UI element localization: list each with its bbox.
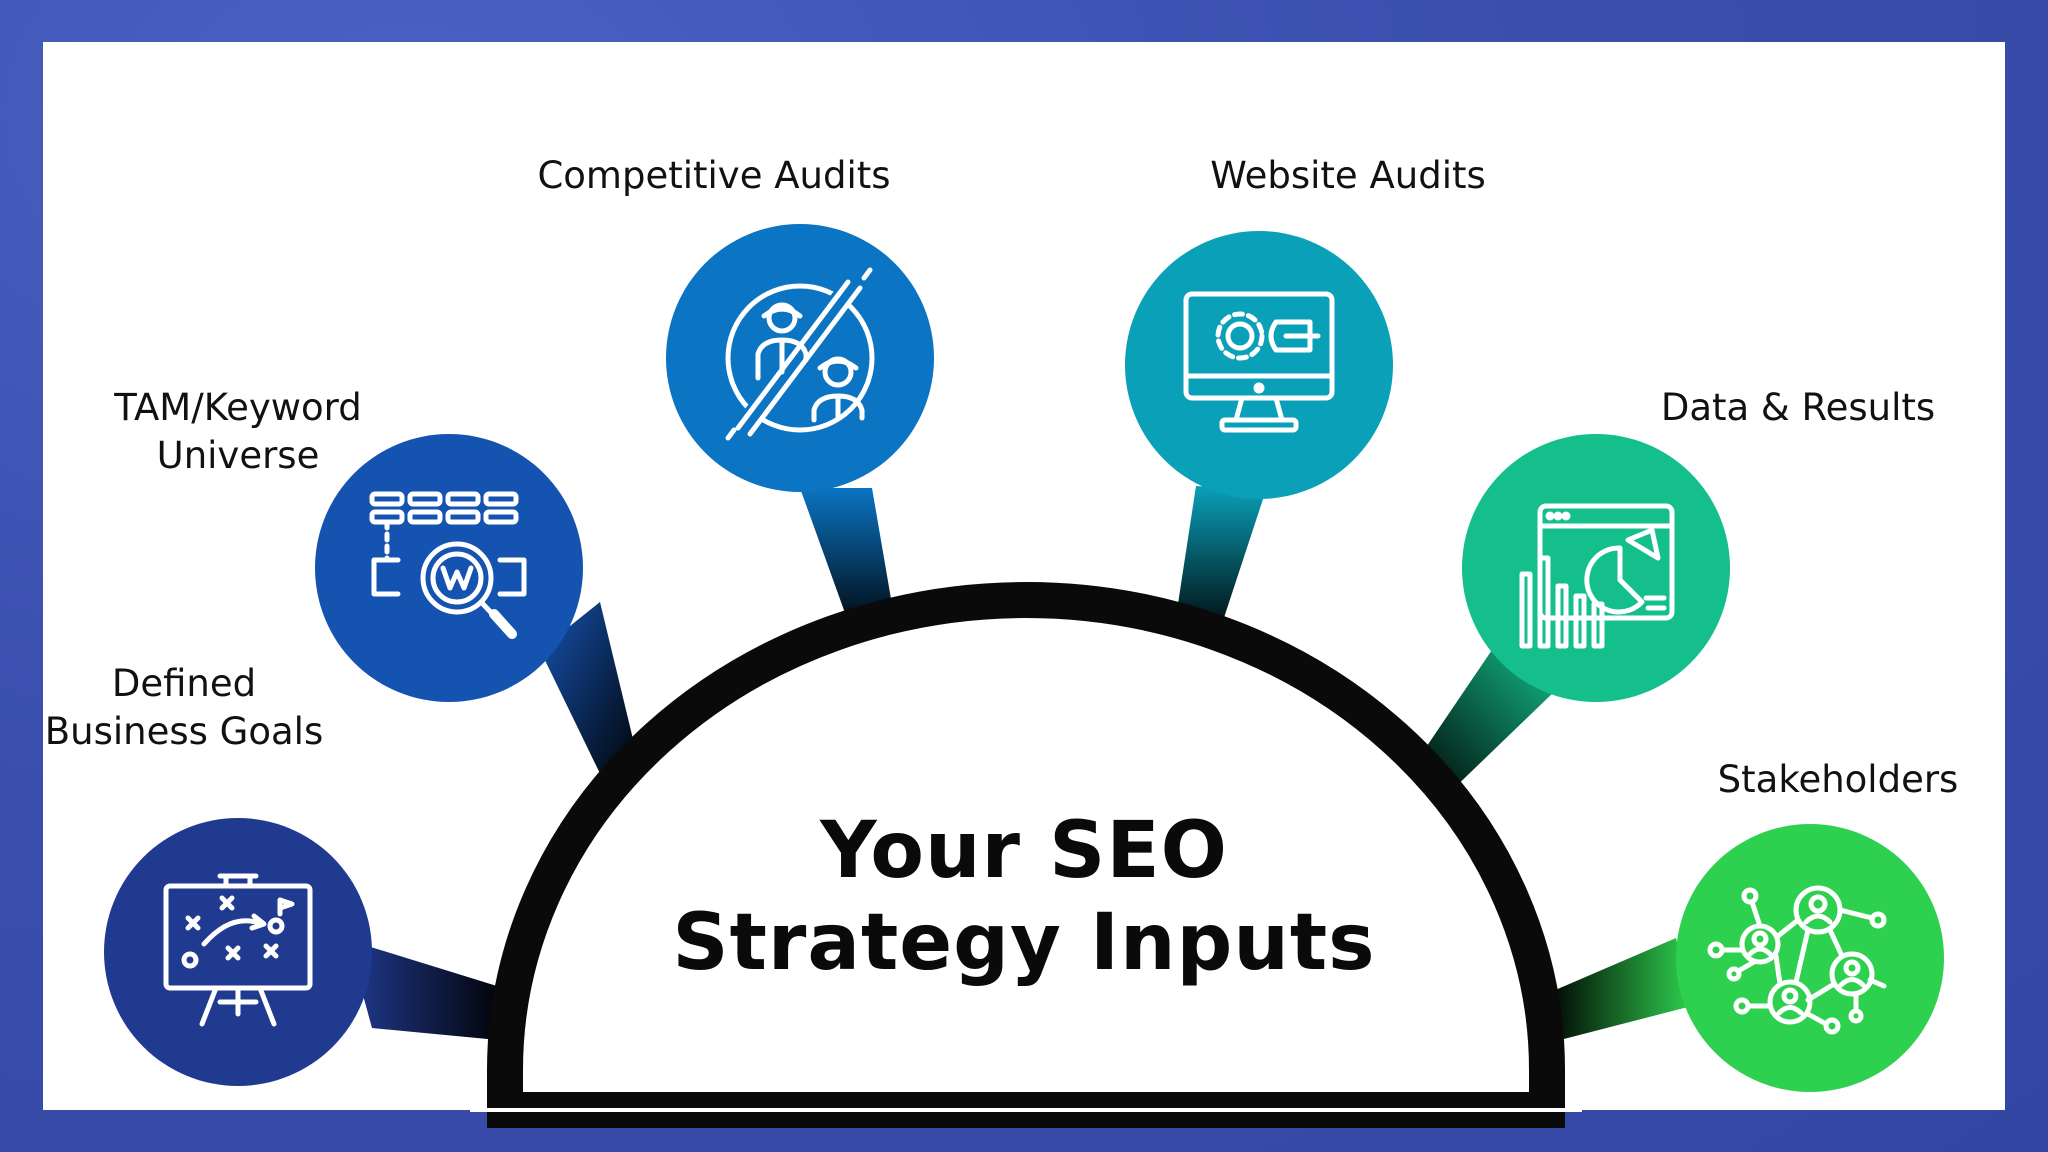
label-line: TAM/Keyword: [114, 386, 362, 429]
competitor-compare-icon: [725, 267, 875, 441]
strategy-board-icon: [163, 873, 313, 1027]
monitor-settings-icon: [1183, 291, 1335, 433]
connector-tam: [540, 602, 638, 790]
center-title-line-2: Strategy Inputs: [672, 898, 1376, 988]
dome-base-mask: [470, 1108, 1582, 1112]
label-data-results: Data & Results: [1620, 384, 1976, 432]
people-network-icon: [1707, 885, 1887, 1035]
keyword-search-icon: [369, 491, 527, 639]
connector-competitive: [800, 488, 896, 638]
connector-data: [1412, 644, 1556, 796]
connector-stakeholders: [1546, 938, 1692, 1040]
label-website-audits: Website Audits: [1150, 152, 1546, 200]
connector-website: [1174, 486, 1266, 642]
analytics-chart-icon: [1519, 503, 1675, 649]
label-stakeholders: Stakeholders: [1660, 756, 2016, 804]
connector-goals: [348, 940, 510, 1040]
center-title-line-1: Your SEO: [820, 806, 1228, 896]
label-line: Defined: [111, 662, 257, 705]
label-line: Business Goals: [44, 710, 324, 753]
label-line: Data & Results: [1660, 386, 1936, 429]
label-defined-business-goals: Defined Business Goals: [44, 660, 324, 756]
label-line: Stakeholders: [1717, 758, 1959, 801]
center-dome: [487, 582, 1565, 1128]
label-tam-keyword-universe: TAM/Keyword Universe: [98, 384, 378, 480]
label-line: Universe: [156, 434, 320, 477]
node-stakeholders-circle: [1676, 824, 1944, 1092]
label-line: Competitive Audits: [537, 154, 891, 197]
label-line: Website Audits: [1210, 154, 1486, 197]
node-data-circle: [1462, 434, 1730, 702]
connectors: [348, 486, 1692, 1040]
label-competitive-audits: Competitive Audits: [520, 152, 908, 200]
node-website-circle: [1125, 231, 1393, 499]
